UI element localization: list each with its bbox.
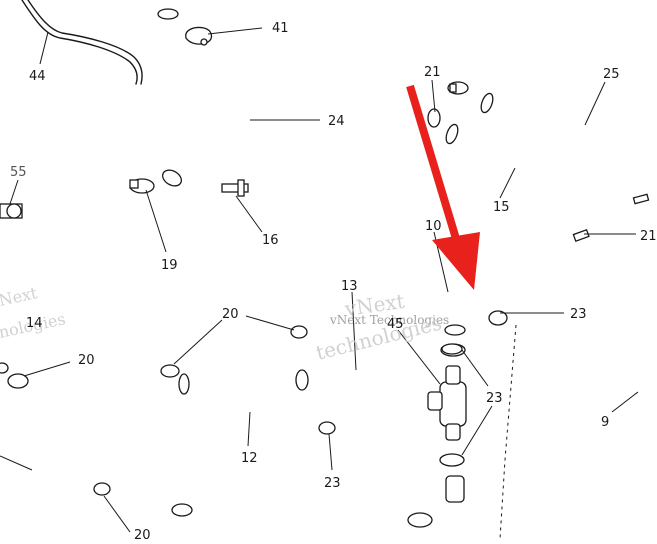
clamp-23-lower [318,421,336,435]
clamp-21-mid [427,108,441,128]
hose-44 [21,0,143,85]
hose-13 [293,341,445,519]
clamp-21-bottom [572,228,590,242]
callout-21-top: 21 [424,65,441,80]
callout-20-bottom: 20 [134,528,151,539]
clamp-20-bottom [171,503,193,517]
fitting-55 [0,203,23,219]
clamp-20-mid [290,325,308,339]
red-arrow [406,84,480,290]
watermarks: vNext vNext Technologies technologies Ne… [0,283,449,365]
leader-lines [0,27,639,533]
callout-14: 14 [26,316,43,331]
clamp-23-thermo [441,343,463,355]
fitting-16 [221,179,249,197]
callout-labels: 44 41 24 21 25 55 19 16 15 21 10 13 23 2… [10,21,657,543]
callout-25: 25 [603,67,620,82]
hose-24 [157,4,258,187]
arrow-head [432,232,480,290]
clamp-21-top [447,81,469,95]
callout-15: 15 [493,200,510,215]
callout-12: 12 [241,451,258,466]
clamp-20-edge [7,373,29,389]
arrow-shaft [406,84,464,254]
callout-45: 45 [387,317,404,332]
hose-lower-center [179,454,252,544]
callout-21-right: 21 [640,229,657,244]
clamp-19 [129,178,155,194]
callout-41: 41 [272,21,289,36]
clamp-41 [185,26,213,46]
hose-12 [176,373,322,434]
callout-23-bottom: 23 [324,476,341,491]
callout-13: 13 [341,279,358,294]
hose-lower-left [34,474,111,544]
callout-24: 24 [328,114,345,129]
callout-44: 44 [29,69,46,84]
callout-16: 16 [262,233,279,248]
callout-55: 55 [10,165,27,180]
clamp-21-right [632,193,650,205]
callout-20-top: 20 [222,307,239,322]
clamp-23-right [488,310,508,326]
hose-25 [476,92,642,194]
callout-9: 9 [601,415,609,430]
callout-19: 19 [161,258,178,273]
watermark-vnext-technologies: vNext Technologies [329,313,449,327]
thermostat-housing-45 [402,343,467,538]
callout-10: 10 [425,219,442,234]
callout-23-mid: 23 [486,391,503,406]
callout-23-right: 23 [570,307,587,322]
watermark-next-left: Next [0,283,39,310]
hose-15 [442,123,582,222]
clamp-14 [0,362,9,374]
clamp-20-left [160,364,180,378]
hose-10 [444,286,495,340]
guide-line [499,324,517,540]
callout-20-left: 20 [78,353,95,368]
